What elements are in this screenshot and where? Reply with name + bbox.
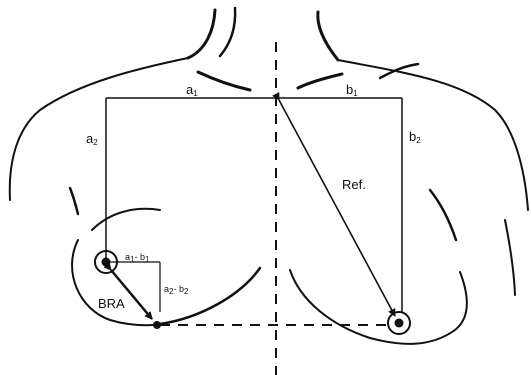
right-nipple xyxy=(394,318,404,328)
label-ref: Ref. xyxy=(342,177,366,192)
neck-left-stroke xyxy=(186,8,217,60)
right-side-stroke-2 xyxy=(504,219,516,296)
bra-arrow xyxy=(103,262,153,320)
clavicle-right-stroke-2 xyxy=(378,62,420,80)
right-shoulder-outline xyxy=(337,59,529,211)
reference-point xyxy=(153,321,161,329)
clavicle-right-stroke xyxy=(296,72,344,90)
label-bra: BRA xyxy=(98,296,125,311)
label-b1: b1 xyxy=(346,82,358,98)
label-a2-minus-b2: a2- b2 xyxy=(164,284,189,296)
left-breast-lower-contour xyxy=(158,266,262,326)
neck-right-stroke xyxy=(316,10,340,62)
label-b2: b2 xyxy=(409,129,421,145)
left-nipple xyxy=(101,257,111,267)
left-shoulder-outline xyxy=(8,57,189,201)
right-nipple-areola xyxy=(387,311,411,335)
left-axilla-stroke xyxy=(68,186,80,216)
right-side-stroke xyxy=(428,188,458,242)
neck-left-stroke-inner xyxy=(218,6,237,58)
label-a1: a1 xyxy=(186,82,198,98)
ref-arrow xyxy=(272,91,396,317)
right-breast-contour xyxy=(289,269,468,345)
left-breast-upper-contour xyxy=(91,207,161,231)
label-a2: a2 xyxy=(86,131,98,147)
clavicle-left-stroke xyxy=(196,70,252,92)
label-a1-minus-b1: a1- b1 xyxy=(125,252,150,264)
